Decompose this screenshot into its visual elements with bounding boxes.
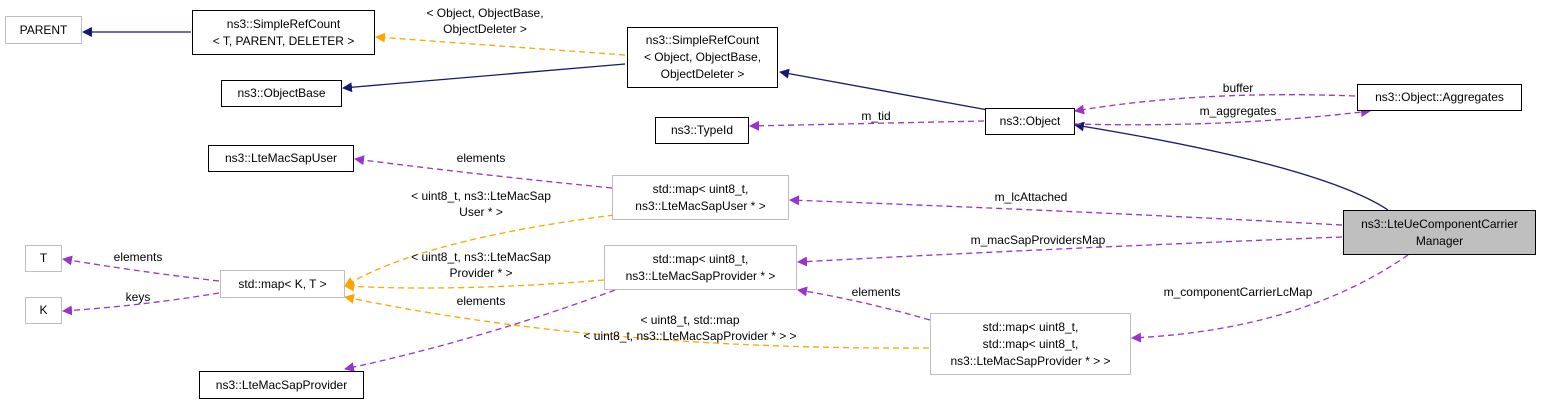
class-node-label-line: ns3::SimpleRefCount xyxy=(645,33,760,47)
class-node-label-line: ns3::LteMacSapUser xyxy=(224,151,338,165)
class-node-object[interactable]: ns3::Object xyxy=(985,108,1075,135)
edge-label-line: elements xyxy=(851,285,901,299)
edge-srcobj-tpl xyxy=(375,32,626,56)
edge-label-line: m_aggregates xyxy=(1199,104,1277,118)
class-node-label-line: ObjectDeleter > xyxy=(660,67,745,81)
edge-label-line: elements xyxy=(456,294,506,308)
class-node-k[interactable]: K xyxy=(25,297,62,324)
edge-label-mapmap-tpl: < uint8_t, std::map< uint8_t, ns3::LteMa… xyxy=(583,312,796,344)
class-node-label-line: ns3::TypeId xyxy=(670,123,734,137)
edge-label-srcobj-tpl: < Object, ObjectBase, ObjectDeleter > xyxy=(426,5,543,37)
class-node-map-sap-provider[interactable]: std::map< uint8_t,ns3::LteMacSapProvider… xyxy=(604,245,797,290)
edge-ccm-object xyxy=(1074,121,1389,211)
class-node-map-sap-user[interactable]: std::map< uint8_t,ns3::LteMacSapUser * > xyxy=(612,175,789,220)
edge-label-line: < uint8_t, std::map xyxy=(640,313,740,327)
class-node-label-line: std::map< K, T > xyxy=(238,276,327,291)
edge-ccm-macsap xyxy=(797,236,1343,267)
edge-label-line: < uint8_t, ns3::LteMacSap xyxy=(411,250,551,264)
edge-label-line: elements xyxy=(456,151,506,165)
edge-label-obj-aggregates: m_aggregates xyxy=(1200,103,1277,119)
edge-label-mapuser-elements: elements xyxy=(457,150,506,166)
edge-label-kt-t: elements xyxy=(114,249,163,265)
edge-label-line: m_componentCarrierLcMap xyxy=(1163,285,1313,299)
edge-label-line: m_tid xyxy=(861,109,891,123)
edge-mapmap-elements xyxy=(797,286,931,321)
edge-label-line: keys xyxy=(125,290,151,304)
class-node-lte-mac-sap-user[interactable]: ns3::LteMacSapUser xyxy=(208,145,354,172)
class-node-label-line: ns3::LteMacSapUser * > xyxy=(635,198,766,213)
class-node-label-line: std::map< uint8_t, xyxy=(652,251,749,266)
class-node-label-line: ns3::LteMacSapProvider * > > xyxy=(950,353,1111,368)
edge-label-agg-buffer: buffer xyxy=(1223,80,1253,96)
edge-label-ccm-macsap: m_macSapProvidersMap xyxy=(971,232,1106,248)
class-node-label-line: ns3::LteUeComponentCarrier xyxy=(1361,216,1518,231)
edge-label-line: ObjectDeleter > xyxy=(443,22,527,36)
class-node-label-line: ns3::LteMacSapProvider xyxy=(215,377,348,392)
edge-mapuser-tpl xyxy=(344,214,615,287)
edge-label-mapprov-elements: elements xyxy=(457,293,506,309)
edge-obj-base xyxy=(342,63,626,93)
class-node-label-line: K xyxy=(39,303,48,317)
class-node-label-line: ns3::ObjectBase xyxy=(237,86,326,100)
class-node-label-line: ns3::SimpleRefCount xyxy=(226,16,341,31)
class-node-label-line: ns3::Object::Aggregates xyxy=(1375,90,1504,104)
class-node-label-line: std::map< uint8_t, xyxy=(982,319,1079,334)
edge-obj-aggregates xyxy=(1074,107,1371,126)
edge-label-line: < uint8_t, ns3::LteMacSapProvider * > > xyxy=(583,329,797,343)
edge-label-ccm-cclcmap: m_componentCarrierLcMap xyxy=(1164,284,1313,300)
class-node-label-line: ns3::LteMacSapProvider * > xyxy=(625,268,776,283)
class-node-label-line: PARENT xyxy=(19,22,68,37)
edge-label-line: Provider * > xyxy=(449,266,513,280)
class-node-label-line: < T, PARENT, DELETER > xyxy=(212,33,355,48)
edge-label-mapmap-elements: elements xyxy=(852,284,901,300)
class-node-object-base[interactable]: ns3::ObjectBase xyxy=(221,80,342,107)
edge-label-line: m_lcAttached xyxy=(994,190,1068,204)
class-node-label-line: Manager xyxy=(1415,233,1464,248)
class-node-map-map-sap-provider[interactable]: std::map< uint8_t,std::map< uint8_t,ns3:… xyxy=(930,313,1131,375)
edge-label-line: < uint8_t, ns3::LteMacSap xyxy=(411,189,551,203)
edge-mapmap-tpl xyxy=(344,293,930,349)
edge-label-line: buffer xyxy=(1222,81,1254,95)
edge-obj-srcobj xyxy=(779,68,989,111)
class-node-lte-mac-sap-provider[interactable]: ns3::LteMacSapProvider xyxy=(199,371,364,399)
edge-mapuser-elements xyxy=(354,155,613,189)
edge-label-line: User * > xyxy=(459,205,503,219)
class-node-t[interactable]: T xyxy=(25,245,62,272)
class-node-label-line: std::map< uint8_t, xyxy=(652,181,749,196)
edge-obj-tid xyxy=(749,120,985,131)
class-node-simple-ref-count-tpl[interactable]: ns3::SimpleRefCount< T, PARENT, DELETER … xyxy=(192,10,375,55)
class-node-parent[interactable]: PARENT xyxy=(5,16,82,44)
class-node-label-line: T xyxy=(39,251,48,265)
class-node-object-aggregates[interactable]: ns3::Object::Aggregates xyxy=(1357,84,1522,111)
edge-mapprov-tpl xyxy=(344,279,605,292)
edge-label-kt-k: keys xyxy=(126,289,151,305)
class-node-type-id[interactable]: ns3::TypeId xyxy=(655,117,749,144)
edge-label-obj-tid: m_tid xyxy=(861,108,890,124)
edge-mapprov-elements xyxy=(344,289,616,372)
edge-label-line: elements xyxy=(113,250,163,264)
class-node-label-line: < Object, ObjectBase, xyxy=(643,50,762,64)
class-node-label-line: std::map< uint8_t, xyxy=(982,336,1079,351)
class-node-label-line: ns3::Object xyxy=(999,114,1061,128)
edge-layer xyxy=(62,27,1409,372)
edge-label-line: < Object, ObjectBase, xyxy=(426,6,544,20)
edge-label-line: m_macSapProvidersMap xyxy=(970,233,1106,247)
class-node-simple-ref-count-obj[interactable]: ns3::SimpleRefCount< Object, ObjectBase,… xyxy=(627,27,778,88)
edge-ccm-cclcmap xyxy=(1131,254,1409,343)
edge-label-ccm-lcattached: m_lcAttached xyxy=(995,189,1068,205)
class-node-std-map-kt[interactable]: std::map< K, T > xyxy=(220,270,345,298)
